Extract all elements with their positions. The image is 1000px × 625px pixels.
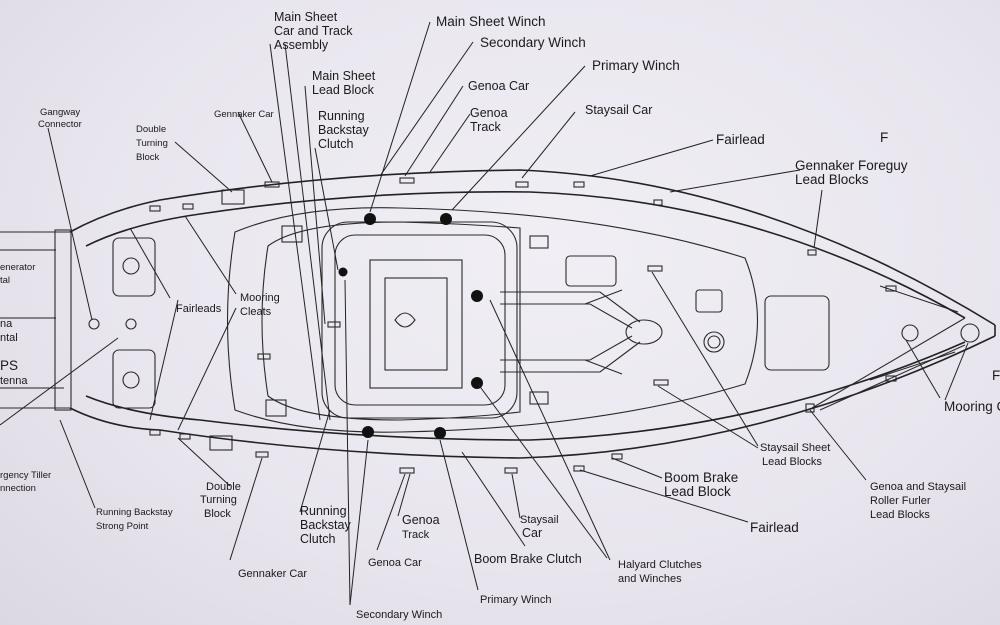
label-staysail-car-top: Staysail Car: [585, 103, 652, 117]
label-generator-1: enerator: [0, 262, 35, 273]
label-gangway-1: Gangway: [40, 107, 80, 118]
label-staysail-sheet-2: Lead Blocks: [762, 456, 822, 468]
label-genoa-staysail-3: Lead Blocks: [870, 509, 930, 521]
label-main-sheet-car-1: Main Sheet: [274, 10, 338, 24]
label-main-sheet-car-2: Car and Track: [274, 24, 353, 38]
label-double-turning-top-2: Turning: [136, 138, 168, 149]
label-double-turning-top-3: Block: [136, 152, 159, 163]
label-main-sheet-lead-2: Lead Block: [312, 83, 375, 97]
label-right-edge-f1: F: [880, 130, 888, 145]
label-genoa-car-top: Genoa Car: [468, 79, 529, 93]
label-genoa-staysail-2: Roller Furler: [870, 495, 931, 507]
label-genoa-staysail-1: Genoa and Staysail: [870, 481, 966, 493]
label-staysail-sheet-1: Staysail Sheet: [760, 442, 830, 454]
label-staysail-car-bottom-1: Staysail: [520, 514, 559, 526]
label-main-sheet-winch: Main Sheet Winch: [436, 14, 546, 29]
label-antenna-2: ntal: [0, 332, 18, 344]
label-double-turning-bottom-1: Double: [206, 481, 241, 493]
labels: Main Sheet Car and Track Assembly Main S…: [0, 10, 1000, 621]
label-main-sheet-lead-1: Main Sheet: [312, 69, 376, 83]
label-primary-winch-top: Primary Winch: [592, 58, 680, 73]
label-rb-strong-1: Running Backstay: [96, 507, 173, 518]
label-gps-1: PS: [0, 358, 18, 373]
label-genoa-track-top-2: Track: [470, 120, 502, 134]
label-rb-clutch-top-1: Running: [318, 109, 365, 123]
label-halyard-clutches-2: and Winches: [618, 573, 682, 585]
label-genoa-track-bottom-2: Track: [402, 529, 430, 541]
label-boom-brake-clutch: Boom Brake Clutch: [474, 552, 582, 566]
label-secondary-winch-top: Secondary Winch: [480, 35, 586, 50]
label-mooring-cleats-2: Cleats: [240, 306, 272, 318]
label-emergency-tiller-2: nnection: [0, 483, 36, 494]
label-primary-winch-bottom: Primary Winch: [480, 594, 552, 606]
label-genoa-track-top-1: Genoa: [470, 106, 508, 120]
label-rb-strong-2: Strong Point: [96, 521, 149, 532]
leader-lines: [0, 21, 969, 606]
label-halyard-clutches-1: Halyard Clutches: [618, 559, 702, 571]
label-gennaker-foreguy-1: Gennaker Foreguy: [795, 158, 908, 173]
label-main-sheet-car-3: Assembly: [274, 38, 329, 52]
label-right-edge-f2: F: [992, 368, 1000, 383]
label-gangway-2: Connector: [38, 119, 82, 130]
winch-markers: [338, 213, 483, 439]
label-fairlead-bottom: Fairlead: [750, 520, 799, 535]
label-double-turning-top-1: Double: [136, 124, 166, 135]
deck-fittings: [149, 177, 897, 474]
label-gennaker-foreguy-2: Lead Blocks: [795, 172, 869, 187]
label-secondary-winch-bottom: Secondary Winch: [356, 609, 442, 621]
label-boom-brake-lead-2: Lead Block: [664, 484, 731, 499]
label-rb-clutch-top-3: Clutch: [318, 137, 353, 151]
cabin-structure: [88, 207, 980, 433]
label-rb-clutch-bottom-2: Backstay: [300, 518, 351, 532]
label-rb-clutch-bottom-3: Clutch: [300, 532, 335, 546]
label-genoa-track-bottom-1: Genoa: [402, 513, 440, 527]
label-boom-brake-lead-1: Boom Brake: [664, 470, 738, 485]
label-staysail-car-bottom-2: Car: [522, 526, 542, 540]
label-antenna-1: na: [0, 318, 13, 330]
label-emergency-tiller-1: rgency Tiller: [0, 470, 51, 481]
label-genoa-car-bottom: Genoa Car: [368, 557, 422, 569]
label-mooring-right: Mooring C: [944, 399, 1000, 414]
label-rb-clutch-top-2: Backstay: [318, 123, 369, 137]
label-gennaker-car-bottom: Gennaker Car: [238, 568, 307, 580]
label-double-turning-bottom-2: Turning: [200, 494, 237, 506]
label-mooring-cleats-1: Mooring: [240, 292, 280, 304]
label-generator-2: tal: [0, 275, 10, 286]
label-fairleads: Fairleads: [176, 303, 222, 315]
label-fairlead-top: Fairlead: [716, 132, 765, 147]
label-gennaker-car-top: Gennaker Car: [214, 109, 274, 120]
label-gps-2: tenna: [0, 375, 28, 387]
label-rb-clutch-bottom-1: Running: [300, 504, 347, 518]
label-double-turning-bottom-3: Block: [204, 508, 231, 520]
